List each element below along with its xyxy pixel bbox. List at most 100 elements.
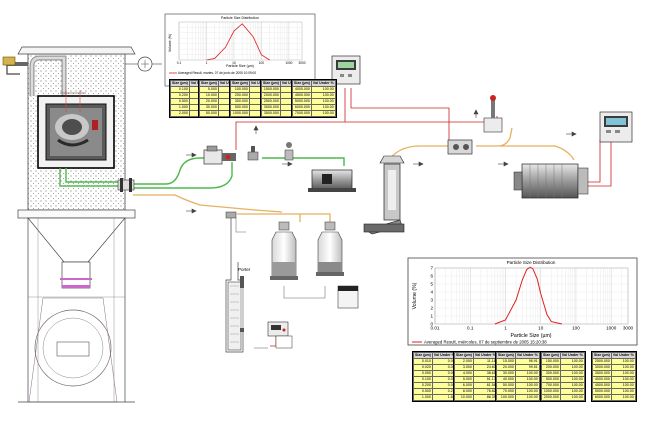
- table-cell: 4000.000: [592, 376, 612, 383]
- exhaust-fan: [125, 56, 162, 72]
- top-chart-xlabel: Particle Size (µm): [226, 64, 254, 68]
- y-tick-label: 7: [430, 266, 433, 271]
- y-tick-label: 4: [430, 290, 433, 295]
- table-header-cell: Vol Under %: [559, 352, 585, 359]
- bottom-chart-legend: Averaged Result, miércoles, 07 de septie…: [424, 340, 547, 345]
- y-tick-label: 0: [430, 322, 433, 327]
- filter-label: Porter: [238, 267, 251, 272]
- table-cell: 4000.000: [292, 86, 312, 93]
- table-header-cell: Size (µm): [496, 352, 516, 359]
- table-cell: 3000.000: [592, 364, 612, 371]
- x-tick-label: 10: [232, 61, 236, 65]
- table-cell: 100.00: [610, 394, 636, 401]
- table-header-cell: Size (µm): [413, 352, 433, 359]
- x-tick-label: 3000: [298, 61, 305, 65]
- table-header-cell: Vol Under %: [472, 352, 498, 359]
- bottom-chart-grid: [434, 267, 629, 325]
- x-tick-label: 0.01: [431, 326, 440, 331]
- top-chart-legend: Averaged Result, martes, 07 de junio de …: [178, 71, 256, 75]
- metering-valve: [447, 95, 503, 155]
- y-tick-label: 5: [430, 282, 433, 287]
- x-tick-label: 100: [572, 326, 580, 331]
- table-cell: 100.00: [559, 394, 585, 401]
- table-cell: 100.000: [496, 394, 516, 401]
- x-tick-label: 100: [259, 61, 265, 65]
- table-cell: 2000.000: [261, 92, 281, 99]
- table-cell: 100.00: [514, 394, 540, 401]
- table-cell: 6000.000: [592, 394, 612, 401]
- bottom-chart-title: Particle Size Distribution: [507, 260, 556, 265]
- table-cell: 5000.000: [292, 98, 312, 105]
- table-cell: 1000.000: [230, 110, 250, 117]
- table-cell: 1.000: [413, 394, 433, 401]
- bottom-chart-curve: [494, 266, 563, 325]
- x-tick-label: 1: [504, 326, 507, 331]
- disperser-unit: [363, 155, 405, 235]
- y-tick-label: 6: [430, 274, 433, 279]
- impinger-bottle-1: [270, 221, 298, 280]
- duct-ring: [60, 278, 92, 280]
- vacuum-pump: [308, 169, 356, 192]
- bottom-chart-xlabel: Particle Size (µm): [510, 333, 551, 339]
- table-cell: 2.000: [170, 110, 190, 117]
- grey-hoses: [235, 218, 326, 349]
- top-chart-grid: [178, 21, 303, 61]
- needle-valve: [247, 142, 294, 161]
- table-header-row: Size (µm)Vol Under %: [454, 352, 498, 359]
- table-header-cell: Size (µm): [170, 80, 190, 87]
- x-tick-label: 1000: [606, 326, 617, 331]
- table-header-cell: Vol Under %: [310, 80, 336, 87]
- table-cell: 10.000: [454, 394, 474, 401]
- table-header-cell: Vol Under %: [514, 352, 540, 359]
- solenoid-valve: [203, 145, 236, 165]
- valve-cluster-left: [117, 178, 135, 192]
- x-tick-label: 0.1: [177, 61, 182, 65]
- table-cell: 3000.000: [261, 104, 281, 111]
- table-header-row: Size (µm)Vol Under %: [292, 80, 336, 87]
- table-cell: 7000.000: [292, 110, 312, 117]
- oven-window: [37, 90, 115, 169]
- bottom-chart-yticks: 0 1 2 3 4 5 6 7: [430, 266, 433, 327]
- table-cell: 6000.000: [292, 104, 312, 111]
- orange-sample-lines: [133, 127, 575, 222]
- table-header-cell: Size (µm): [454, 352, 474, 359]
- table-header-cell: Size (µm): [230, 80, 250, 87]
- table-header-row: Size (µm)Vol Under %: [496, 352, 540, 359]
- bottom-chart-ylabel: Volume (%): [412, 282, 418, 309]
- table-header-cell: Size (µm): [199, 80, 219, 87]
- table-cell: 86.35: [472, 394, 498, 401]
- y-tick-label: 1: [430, 314, 433, 319]
- impinger-bottle-2: [316, 221, 344, 276]
- x-tick-label: 1000: [285, 61, 292, 65]
- table-cell: 3500.000: [261, 110, 281, 117]
- top-chart-title: Particle Size Distribution: [221, 16, 259, 20]
- y-tick-label: 3: [430, 298, 433, 303]
- table-cell: 1000.000: [541, 388, 561, 395]
- y-tick-label: 2: [430, 306, 433, 311]
- table-cell: 5000.000: [592, 388, 612, 395]
- motor: [513, 163, 589, 199]
- table-cell: 3500.000: [592, 370, 612, 377]
- top-chart: Particle Size Distribution Particle Size…: [164, 13, 316, 87]
- table-header-cell: Vol Under %: [610, 352, 636, 359]
- table-header-cell: Size (µm): [261, 80, 281, 87]
- table-header-row: Size (µm)Vol Under %: [541, 352, 585, 359]
- temperature-controller-right: [599, 111, 633, 143]
- table-cell: 50.000: [199, 110, 219, 117]
- top-chart-ylabel: Volume (%): [168, 34, 172, 52]
- table-cell: 1500.000: [261, 86, 281, 93]
- table-cell: 2000.000: [541, 394, 561, 401]
